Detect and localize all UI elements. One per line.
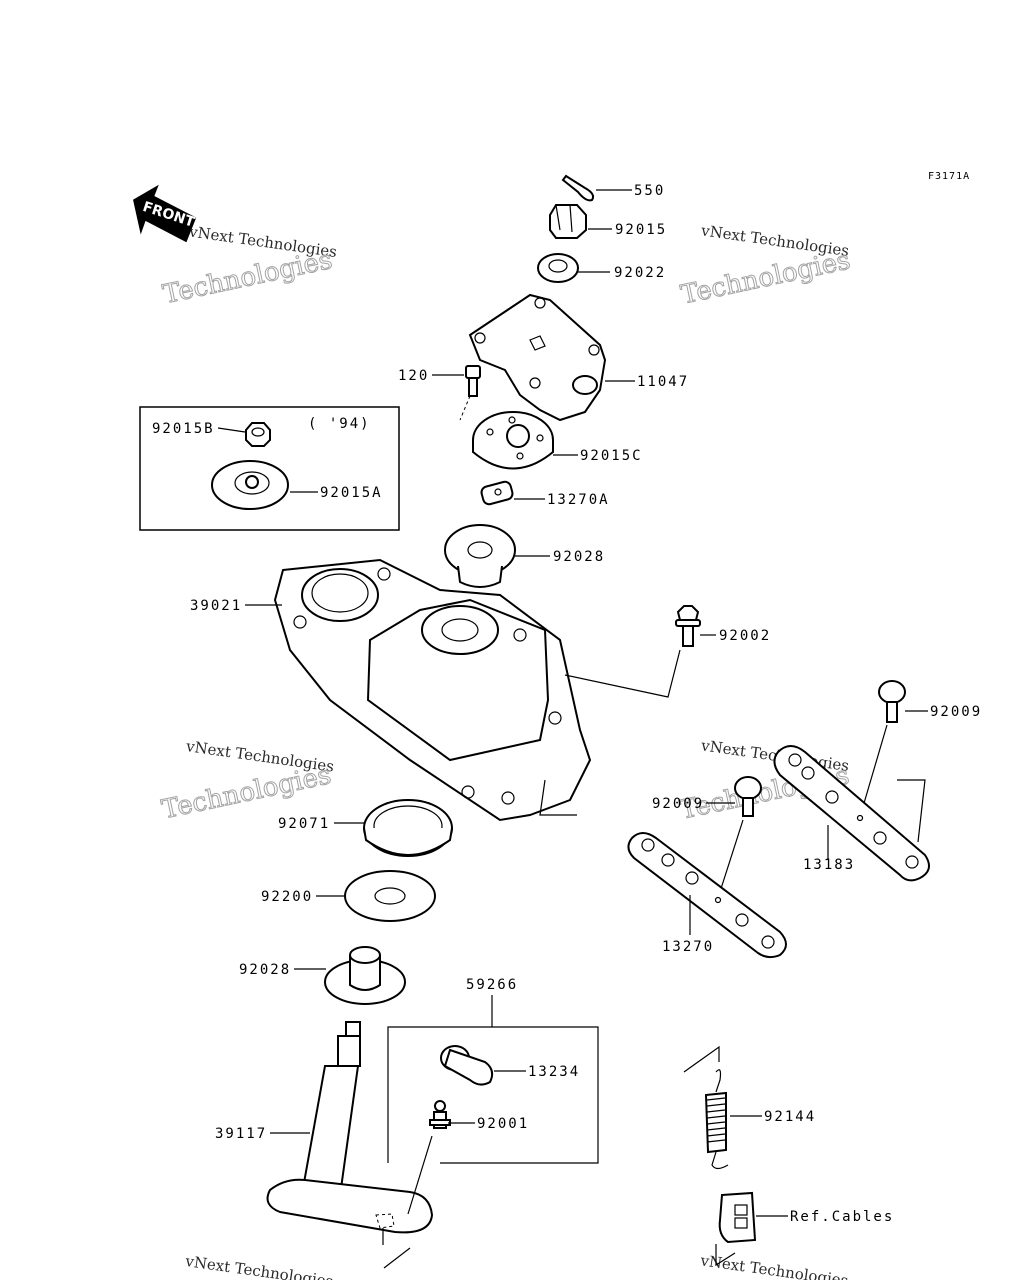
part-92015B-nut[interactable]: 92015B	[152, 421, 271, 447]
part-cable-bracket[interactable]: Ref.Cables	[715, 1191, 894, 1267]
callout-92028-bottom: 92028	[239, 962, 291, 978]
callout-ref-cables: Ref.Cables	[790, 1209, 894, 1225]
callout-92144: 92144	[764, 1109, 816, 1125]
callout-92002: 92002	[719, 628, 771, 644]
part-120-bolt[interactable]: 120	[398, 365, 481, 421]
part-92002-bolt[interactable]: 92002	[675, 605, 771, 647]
callout-92015: 92015	[615, 222, 667, 238]
callout-92009-left: 92009	[652, 796, 704, 812]
inset-box-94-parts: ( '94) 92015B 92015A	[139, 406, 400, 531]
watermark-text: vNext Technologies	[183, 1252, 334, 1280]
watermark-text: Technologies	[160, 245, 335, 310]
callout-39021: 39021	[190, 598, 242, 614]
callout-92028-top: 92028	[553, 549, 605, 565]
callout-13183: 13183	[803, 857, 855, 873]
part-92028-bushing-top[interactable]: 92028	[444, 524, 605, 588]
part-13270A-joint[interactable]: 13270A	[480, 480, 609, 508]
watermark-text: Technologies	[678, 246, 853, 311]
callout-92022: 92022	[614, 265, 666, 281]
callout-13270: 13270	[662, 939, 714, 955]
part-92200-washer[interactable]: 92200	[261, 870, 436, 922]
callout-11047: 11047	[637, 374, 689, 390]
part-92022-washer[interactable]: 92022	[537, 253, 666, 283]
part-92015A-plate[interactable]: 92015A	[211, 460, 383, 510]
watermark-text: vNext Technologies	[698, 1251, 849, 1280]
callout-92015C: 92015C	[580, 448, 643, 464]
part-39117-shaft[interactable]: 39117	[215, 1021, 434, 1269]
part-13270-link-plate[interactable]: 13270	[627, 832, 787, 959]
part-92015C-plate-nut[interactable]: 92015C	[472, 411, 643, 470]
callout-92009-right: 92009	[930, 704, 982, 720]
callout-92200: 92200	[261, 889, 313, 905]
callout-13270A: 13270A	[547, 492, 610, 508]
part-92001-bolt[interactable]: 92001	[407, 1100, 529, 1215]
part-92015-castle-nut[interactable]: 92015	[549, 204, 667, 239]
part-550-cotter-pin[interactable]: 550	[561, 174, 665, 202]
part-92028-bushing-bottom[interactable]: 92028	[239, 946, 406, 1005]
part-92009-screw-right[interactable]: 92009	[861, 680, 982, 811]
part-39021-housing[interactable]: 39021	[190, 558, 681, 822]
year-note: ( '94)	[308, 416, 371, 432]
callout-13234: 13234	[528, 1064, 580, 1080]
callout-39117: 39117	[215, 1126, 267, 1142]
callout-92015B: 92015B	[152, 421, 215, 437]
callout-550: 550	[634, 183, 665, 199]
callout-92001: 92001	[477, 1116, 529, 1132]
part-92144-spring[interactable]: 92144	[683, 1045, 816, 1170]
callout-92015A: 92015A	[320, 485, 383, 501]
part-92071-seal[interactable]: 92071	[278, 799, 453, 857]
callout-120: 120	[398, 368, 429, 384]
part-92009-screw-left[interactable]: 92009	[652, 776, 762, 899]
callout-59266: 59266	[466, 977, 518, 993]
kit-59266-box[interactable]: 59266	[387, 977, 599, 1164]
diagram-code: F3171A	[928, 171, 970, 182]
part-11047-bracket[interactable]: 11047	[468, 293, 689, 422]
callout-92071: 92071	[278, 816, 330, 832]
part-13234-ball-joint[interactable]: 13234	[440, 1045, 580, 1086]
part-13183-link-plate[interactable]: 13183	[773, 745, 930, 882]
